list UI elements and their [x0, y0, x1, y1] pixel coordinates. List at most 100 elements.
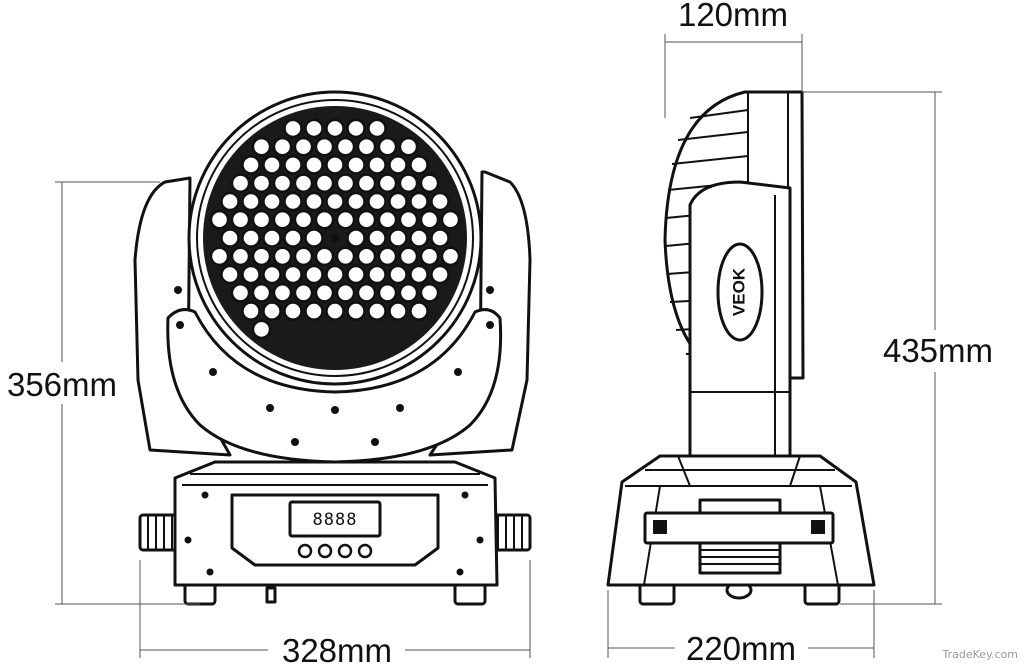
led-lens [272, 282, 293, 303]
led-lens [262, 191, 282, 212]
led-lens [325, 191, 345, 212]
front-base-screws [184, 491, 484, 576]
led-lens [283, 264, 303, 285]
led-lens [377, 209, 398, 230]
led-lens [293, 246, 314, 267]
side-base-width-label: 220mm [686, 630, 796, 664]
side-vent-slats [700, 549, 780, 565]
led-lens [283, 191, 303, 212]
led-lens [346, 191, 366, 212]
led-lens [209, 246, 230, 267]
control-button [297, 543, 313, 559]
front-display [288, 500, 382, 538]
led-lens [272, 136, 293, 157]
led-lens [325, 118, 345, 139]
led-lens [398, 282, 419, 303]
led-lens [283, 118, 303, 139]
led-lens [367, 228, 387, 248]
front-view: 8888 [133, 90, 532, 606]
side-handle-bolt-left [653, 520, 667, 534]
led-lens [304, 301, 324, 322]
led-lens [335, 246, 356, 267]
led-lens [430, 228, 450, 248]
led-lens [262, 264, 282, 285]
led-lens [367, 118, 387, 139]
led-lens [251, 319, 272, 340]
led-lens [314, 136, 335, 157]
front-head-inner-ring [196, 99, 474, 377]
led-lens [356, 282, 377, 303]
front-height-dimension: 356mm [7, 181, 200, 605]
led-lens [388, 301, 408, 322]
led-lens [398, 209, 419, 230]
led-lens [419, 246, 440, 267]
led-lens [346, 154, 366, 175]
led-lens [251, 246, 272, 267]
led-lens [262, 301, 282, 322]
side-handle-bar [643, 511, 835, 545]
led-lens [283, 228, 303, 248]
led-lens [430, 264, 450, 285]
led-lens [367, 191, 387, 212]
led-lens [304, 154, 324, 175]
led-lens [388, 228, 408, 248]
led-lens [377, 173, 398, 194]
control-button [337, 543, 353, 559]
led-lens [440, 246, 461, 267]
front-yoke-screws [174, 286, 494, 446]
led-lens [398, 173, 419, 194]
side-depth-dimension: 120mm [664, 0, 803, 118]
led-lens [409, 154, 429, 175]
led-lens [241, 154, 261, 175]
led-lens [419, 282, 440, 303]
led-lens [283, 154, 303, 175]
side-brand-oval [716, 242, 764, 342]
led-lens [241, 301, 261, 322]
front-control-buttons [297, 543, 373, 559]
led-lens [293, 173, 314, 194]
led-lens [367, 264, 387, 285]
led-lens [377, 136, 398, 157]
led-lens [293, 136, 314, 157]
led-lens [335, 209, 356, 230]
led-lens [325, 301, 345, 322]
led-lens [251, 209, 272, 230]
led-lens [230, 173, 251, 194]
led-lens [220, 228, 240, 248]
control-button [317, 543, 333, 559]
watermark: TradeKey.com [942, 648, 1018, 661]
front-display-text: 8888 [313, 510, 358, 530]
led-lens [388, 264, 408, 285]
led-lens [251, 282, 272, 303]
led-lens [272, 246, 293, 267]
led-lens [367, 154, 387, 175]
front-height-label: 356mm [7, 366, 117, 403]
side-handle-bolt-right [811, 520, 825, 534]
led-lens [293, 209, 314, 230]
led-lens [398, 136, 419, 157]
led-lens [367, 301, 387, 322]
led-lens [293, 282, 314, 303]
control-button [357, 543, 373, 559]
led-lens [356, 246, 377, 267]
front-yoke-body [166, 308, 503, 464]
led-lens [430, 191, 450, 212]
led-lens [251, 136, 272, 157]
led-lens [314, 173, 335, 194]
side-vent-top [698, 498, 782, 515]
side-base-bevel [625, 455, 852, 586]
led-lens [314, 282, 335, 303]
front-right-yoke-arm [428, 170, 532, 457]
led-lens [388, 154, 408, 175]
led-lens [230, 246, 251, 267]
front-base-plug [265, 586, 277, 604]
front-center-dot [331, 234, 339, 242]
side-height-dimension: 435mm [802, 91, 993, 605]
led-lens [335, 282, 356, 303]
led-lens [440, 209, 461, 230]
led-lens [220, 264, 240, 285]
led-lens [409, 191, 429, 212]
side-depth-label: 120mm [678, 0, 788, 33]
front-width-dimension: 328mm [139, 560, 531, 664]
